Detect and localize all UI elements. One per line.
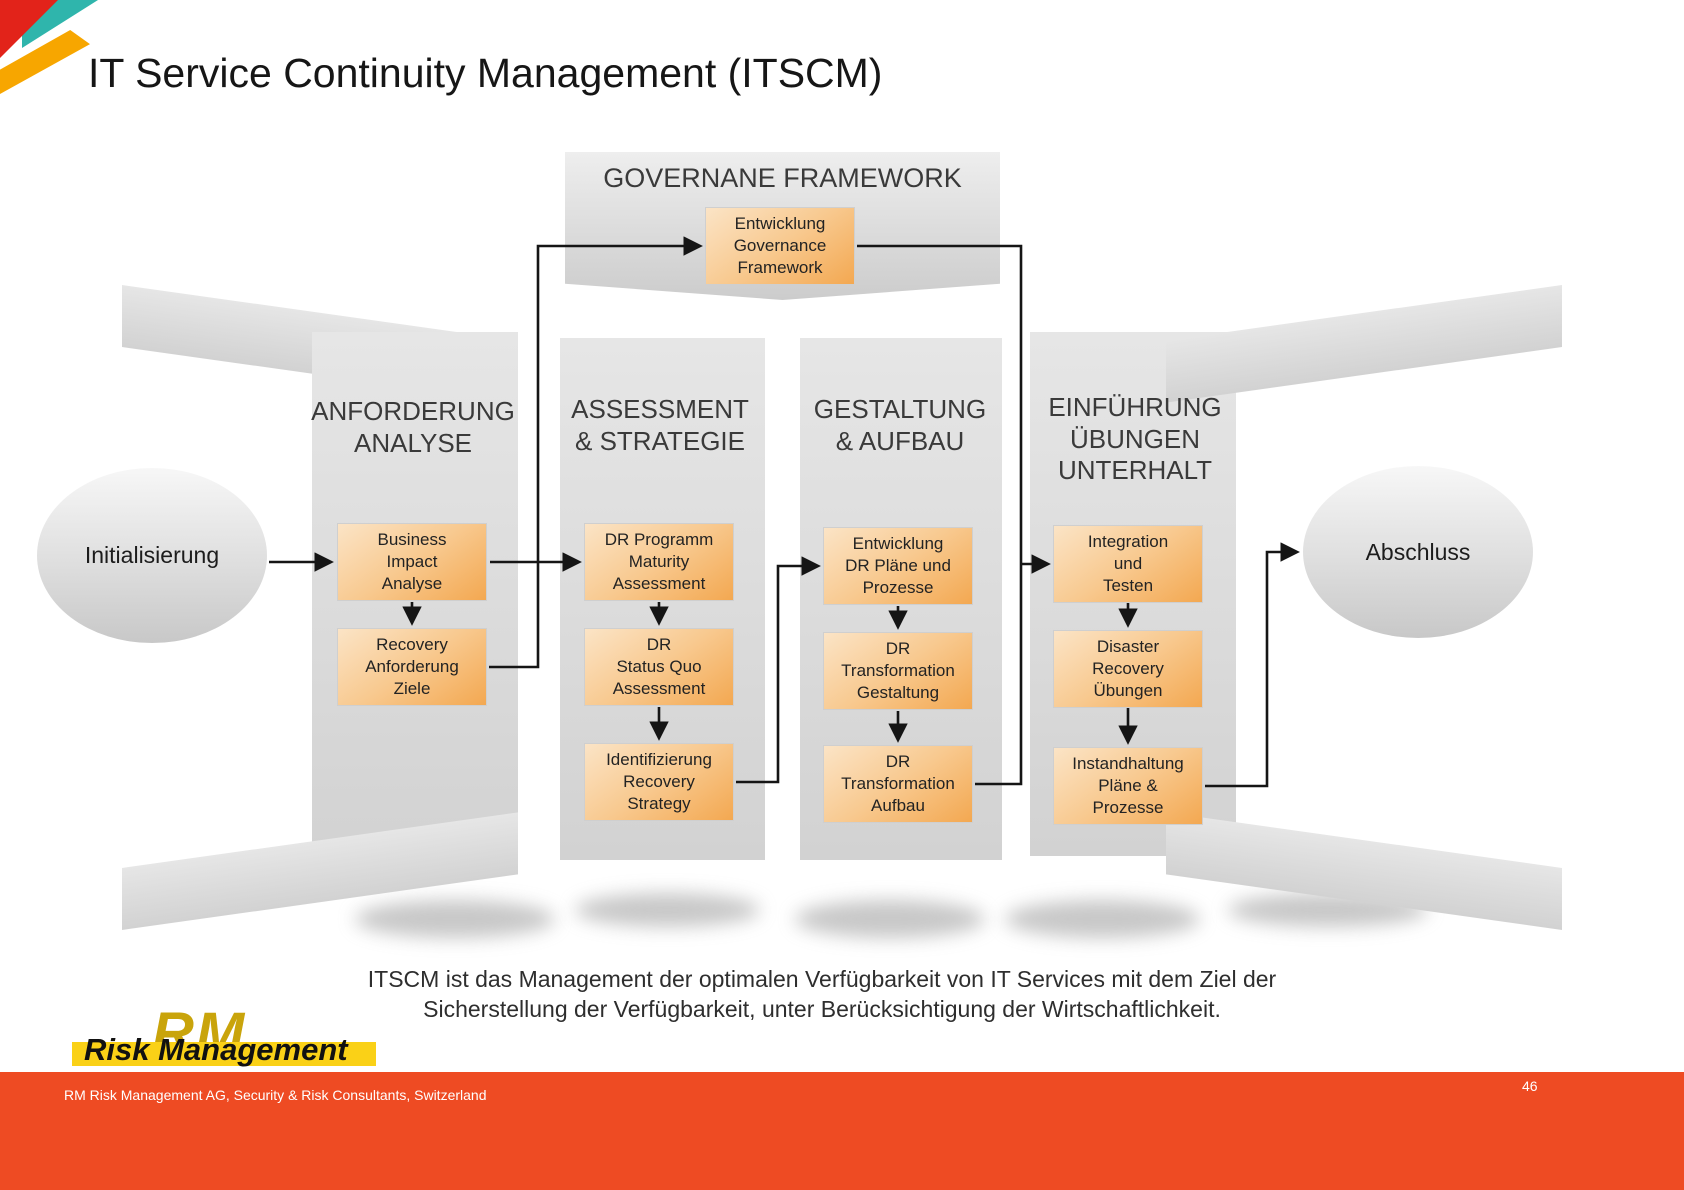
floor-shadow — [355, 900, 555, 938]
column-header-anforderung: ANFORDERUNG ANALYSE — [311, 396, 515, 458]
slide-title: IT Service Continuity Management (ITSCM) — [88, 50, 883, 96]
process-box-transformation-gestaltung: DR Transformation Gestaltung — [823, 632, 973, 710]
process-box-recovery-ziele: Recovery Anforderung Ziele — [337, 628, 487, 706]
floor-shadow — [575, 893, 760, 927]
floor-shadow — [795, 900, 985, 938]
footer-bar: RM Risk Management AG, Security & Risk C… — [0, 1072, 1684, 1190]
rm-logo-yellow-bar — [72, 1042, 376, 1066]
rm-logo-name: Risk Management — [84, 1032, 348, 1067]
process-box-dr-maturity: DR Programm Maturity Assessment — [584, 523, 734, 601]
column-header-assessment: ASSESSMENT & STRATEGIE — [571, 394, 749, 456]
governance-framework-header: GOVERNANE FRAMEWORK — [603, 163, 962, 193]
slide-caption: ITSCM ist das Management der optimalen V… — [367, 966, 1277, 1023]
process-box-dr-uebungen: Disaster Recovery Übungen — [1053, 630, 1203, 708]
process-box-integration-testen: Integration und Testen — [1053, 525, 1203, 603]
process-box-recovery-strategy: Identifizierung Recovery Strategy — [584, 743, 734, 821]
end-node-abschluss: Abschluss — [1303, 466, 1533, 638]
process-box-dr-plaene: Entwicklung DR Pläne und Prozesse — [823, 527, 973, 605]
start-node-initialisierung: Initialisierung — [37, 468, 267, 643]
rm-logo: RM Risk Management — [72, 1001, 402, 1070]
gray-bracket-right-top — [1166, 285, 1562, 403]
process-box-business-impact: Business Impact Analyse — [337, 523, 487, 601]
process-box-dr-statusquo: DR Status Quo Assessment — [584, 628, 734, 706]
process-box-governance: Entwicklung Governance Framework — [705, 207, 855, 285]
page-number: 46 — [1522, 1078, 1538, 1094]
process-box-instandhaltung: Instandhaltung Pläne & Prozesse — [1053, 747, 1203, 825]
footer-company-text: RM Risk Management AG, Security & Risk C… — [64, 1087, 487, 1103]
column-header-einfuehrung: EINFÜHRUNG ÜBUNGEN UNTERHALT — [1048, 392, 1222, 486]
process-box-transformation-aufbau: DR Transformation Aufbau — [823, 745, 973, 823]
column-header-gestaltung: GESTALTUNG & AUFBAU — [813, 394, 987, 456]
floor-shadow — [1005, 900, 1200, 938]
